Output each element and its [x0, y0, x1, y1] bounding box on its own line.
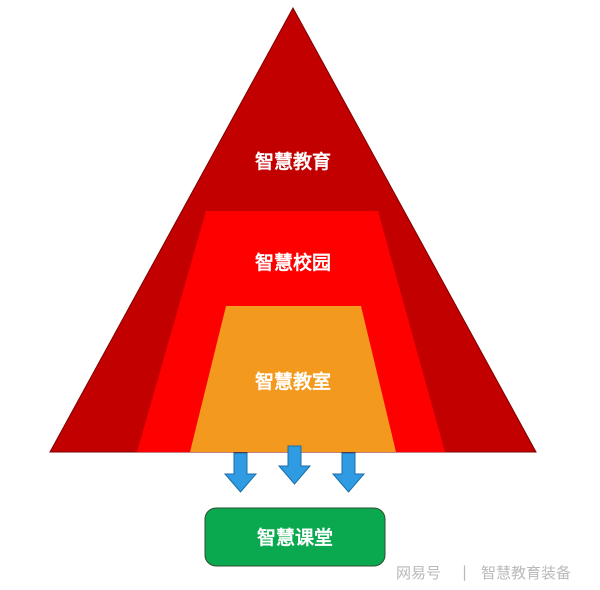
down-arrow-icon	[223, 452, 258, 493]
watermark-source: 网易号	[396, 564, 441, 582]
down-arrow-icon	[331, 452, 366, 493]
layer-1-label: 智慧教育	[255, 150, 331, 173]
arrow-left-shape	[223, 452, 258, 493]
arrow-right-shape	[331, 452, 366, 493]
watermark-account: 智慧教育装备	[481, 564, 571, 582]
pyramid-inner-layer	[190, 306, 396, 452]
result-label: 智慧课堂	[257, 526, 333, 549]
down-arrow-icon	[277, 445, 312, 485]
result-box	[204, 507, 386, 567]
layer-3-label: 智慧教室	[255, 370, 331, 393]
layer-2-label: 智慧校园	[255, 251, 331, 274]
arrow-middle-shape	[277, 445, 312, 485]
watermark-separator: |	[462, 563, 467, 581]
